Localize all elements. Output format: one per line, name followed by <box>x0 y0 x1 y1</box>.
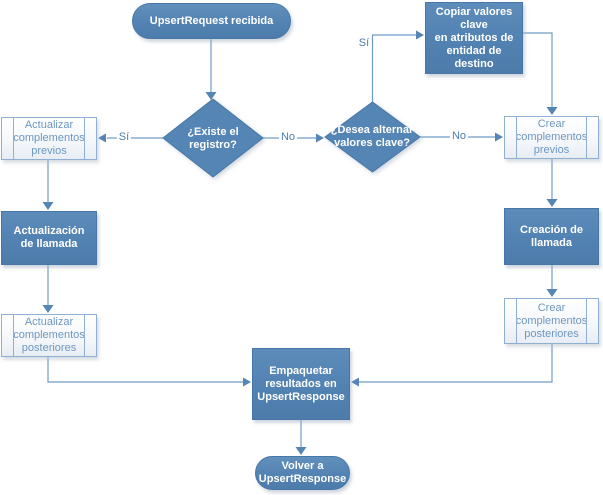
arrow-into-package-right <box>351 377 359 387</box>
subprocess-stripe-right <box>84 118 85 159</box>
arrow-into-update-call <box>42 202 54 210</box>
edge-copy-to-create-pre <box>523 32 553 108</box>
edge-label-toggle-yes: Sí <box>356 37 372 49</box>
decision-shapes <box>162 98 421 178</box>
arrow-into-copy <box>416 30 424 40</box>
node-create-call-label: Creación de llamada <box>520 223 583 249</box>
node-create-post-label: Crear complementos posteriores <box>515 301 588 340</box>
node-copy-process: Copiar valores clave en atributos de ent… <box>425 2 523 74</box>
node-update-post-subprocess: Actualizar complementos posteriores <box>1 314 97 357</box>
arrow-into-package-left <box>243 377 251 387</box>
node-end-label: Volver a UpsertResponse <box>258 460 347 485</box>
node-copy-label: Copiar valores clave en atributos de ent… <box>434 5 514 70</box>
decision-exists-shape <box>162 98 264 178</box>
subprocess-stripe-right <box>84 315 85 356</box>
subprocess-stripe-right <box>586 299 587 343</box>
arrow-into-create-pre-top <box>546 107 558 115</box>
node-start-terminator: UpsertRequest recibida <box>132 3 291 39</box>
subprocess-stripe-left <box>516 117 517 158</box>
edge-label-exists-no: No <box>278 131 298 143</box>
node-create-pre-label: Crear complementos previos <box>515 118 588 156</box>
subprocess-stripe-left <box>13 118 14 159</box>
edge-label-toggle-no: No <box>449 130 469 142</box>
node-update-call-process: Actualización de llamada <box>1 211 97 265</box>
subprocess-stripe-left <box>13 315 14 356</box>
arrow-into-create-call <box>546 199 558 207</box>
node-package-process: Empaquetar resultados en UpsertResponse <box>252 348 350 420</box>
arrow-into-exists <box>205 92 217 100</box>
node-update-pre-subprocess: Actualizar complementos previos <box>1 117 97 160</box>
arrow-into-create-pre-left <box>495 132 503 142</box>
arrow-into-update-post <box>42 305 54 313</box>
edge-create-post-to-package <box>358 344 553 383</box>
arrow-into-end <box>295 447 307 455</box>
node-start-label: UpsertRequest recibida <box>149 14 274 27</box>
arrowheads <box>42 30 558 455</box>
subprocess-stripe-left <box>516 299 517 343</box>
node-update-pre-label: Actualizar complementos previos <box>13 119 85 157</box>
decision-toggle-label: ¿Desea alternar valores clave? <box>330 124 414 149</box>
node-update-post-label: Actualizar complementos posteriores <box>13 316 85 354</box>
edge-update-post-to-package <box>47 357 244 383</box>
node-end-terminator: Volver a UpsertResponse <box>255 456 350 490</box>
arrow-into-update-pre <box>98 133 106 143</box>
arrow-into-create-post <box>546 289 558 297</box>
decision-exists-label: ¿Existe el registro? <box>187 126 239 151</box>
node-create-pre-subprocess: Crear complementos previos <box>504 116 599 159</box>
node-update-call-label: Actualización de llamada <box>13 225 85 250</box>
node-create-post-subprocess: Crear complementos posteriores <box>504 298 599 344</box>
node-create-call-process: Creación de llamada <box>504 208 599 265</box>
subprocess-stripe-right <box>586 117 587 158</box>
arrow-into-toggle <box>316 133 324 143</box>
node-package-label: Empaquetar resultados en UpsertResponse <box>257 364 345 403</box>
decision-toggle-shape <box>324 101 421 173</box>
edge-label-exists-yes: Sí <box>116 131 132 143</box>
edge-toggle-yes <box>371 34 417 102</box>
